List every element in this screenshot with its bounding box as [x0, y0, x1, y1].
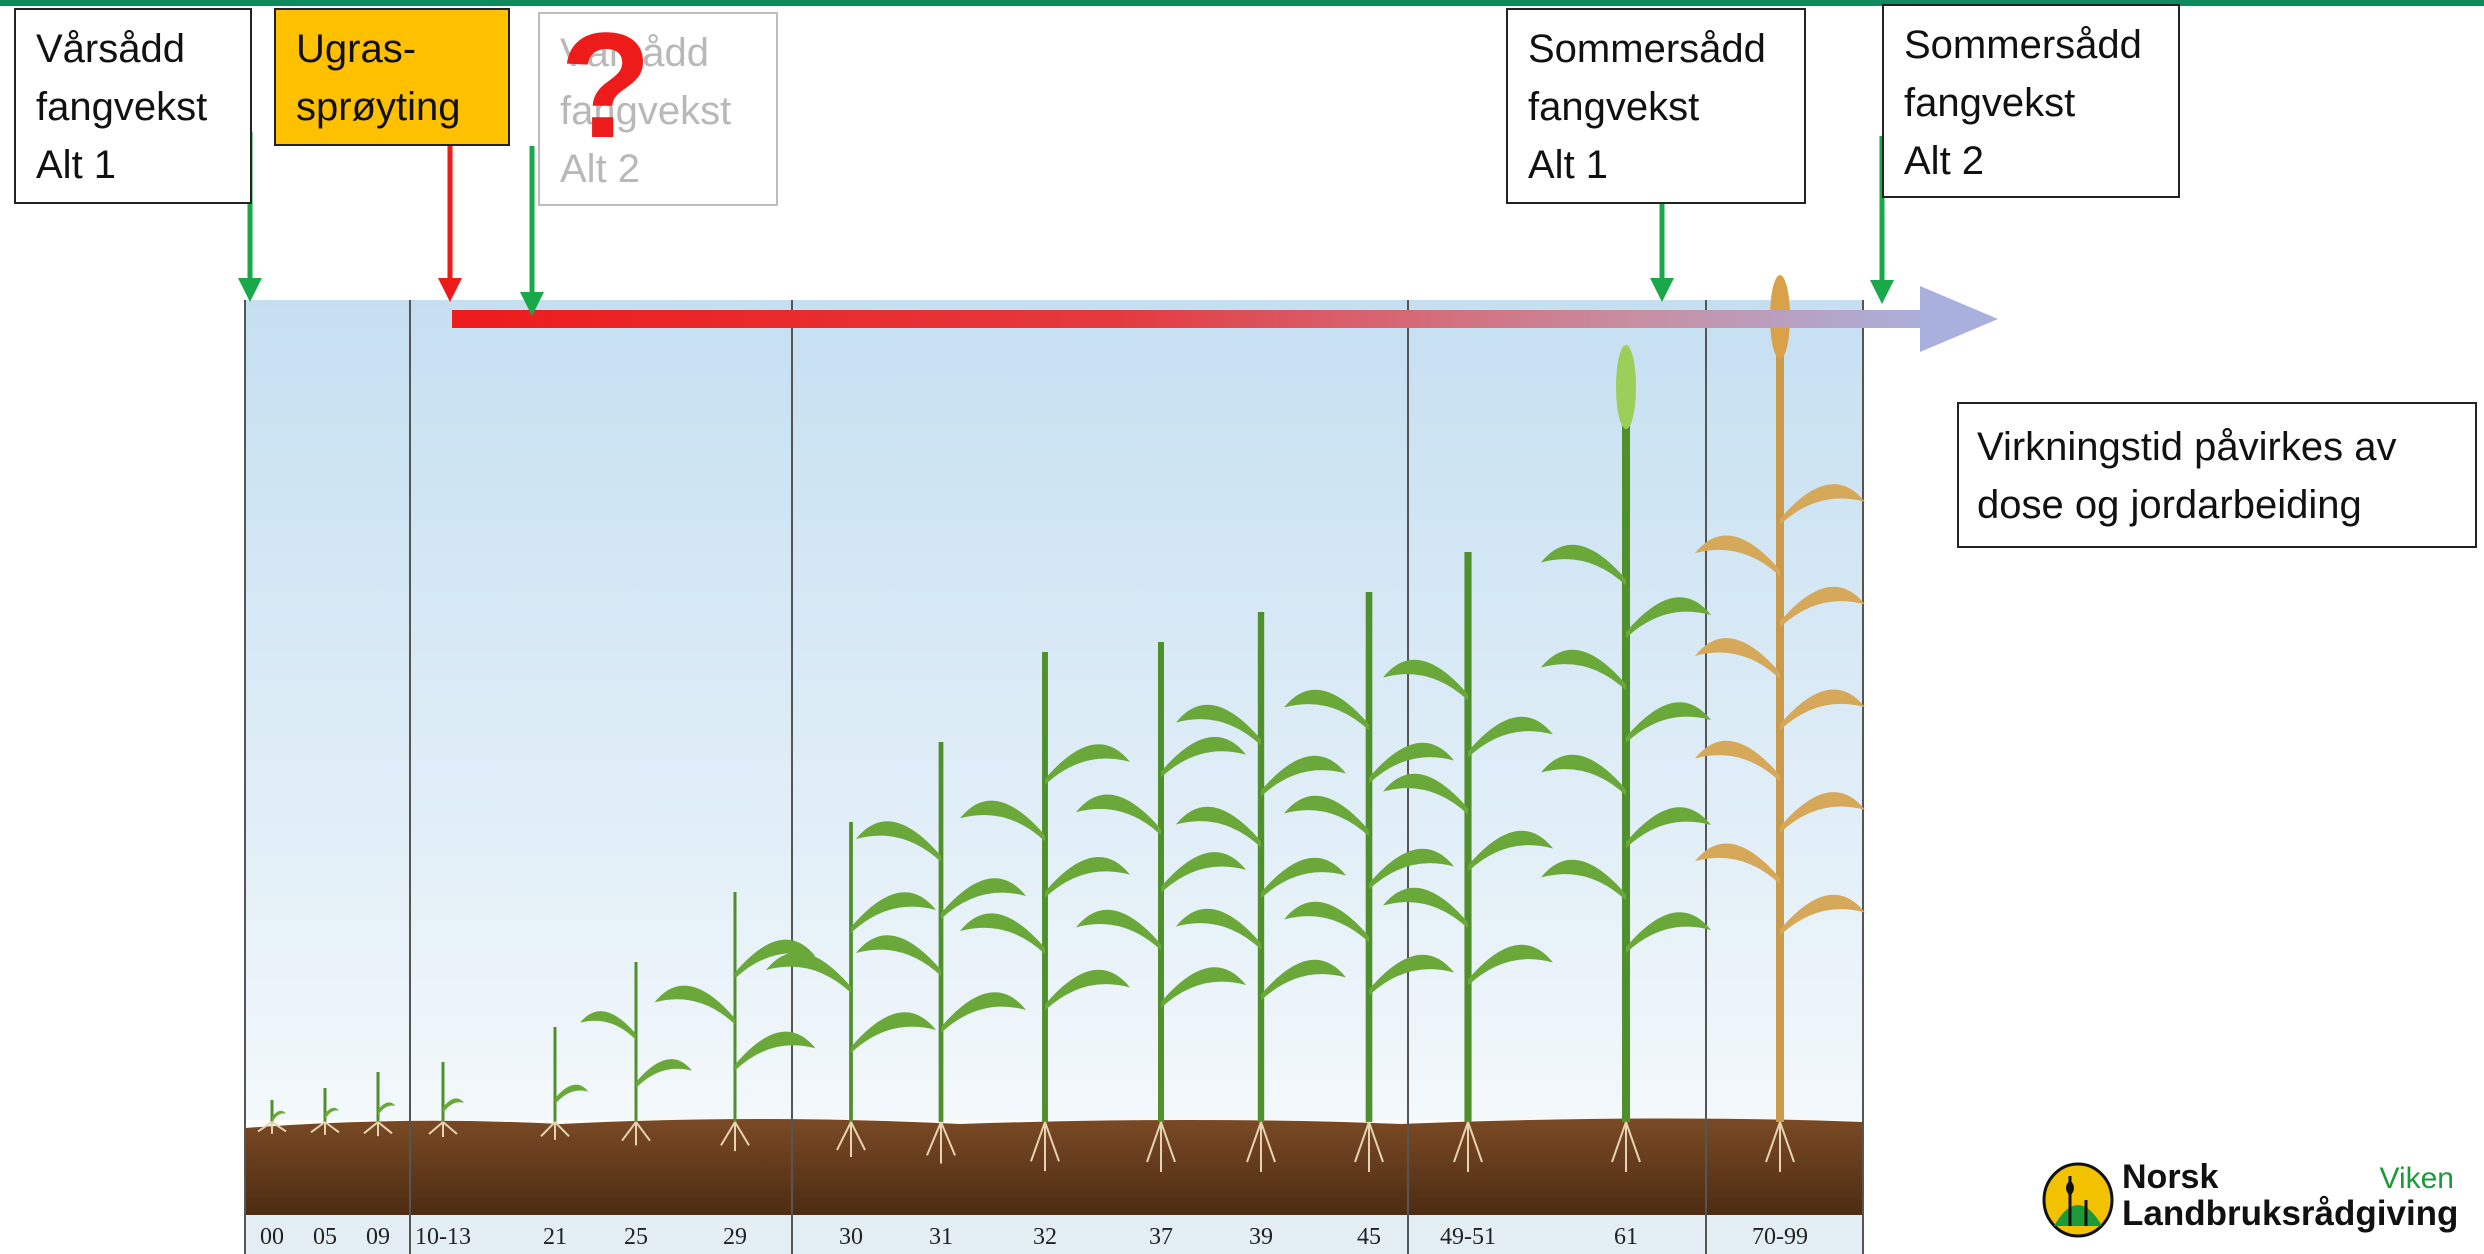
- label-weed-spraying: Ugras- sprøyting: [274, 8, 510, 146]
- label-line: Alt 2: [560, 147, 641, 191]
- timeline-arrowhead: [1920, 286, 1998, 352]
- growth-stage-label: 29: [723, 1224, 747, 1250]
- label-line: fangvekst: [36, 85, 208, 129]
- marker-spring-alt2: [520, 146, 544, 316]
- logo-name-line1: Norsk: [2122, 1158, 2219, 1196]
- label-line: fangvekst: [1904, 81, 2076, 125]
- logo-region: Viken: [2379, 1162, 2454, 1195]
- plant-stage-31: [856, 742, 1026, 1164]
- plant-stage-49-51: [1383, 552, 1553, 1172]
- growth-stage-label: 32: [1033, 1224, 1057, 1250]
- label-line: fangvekst: [1528, 85, 1700, 129]
- plant-stage-39: [1176, 612, 1346, 1172]
- plant-stage-05: [310, 1088, 340, 1135]
- top-accent-line: [0, 0, 2484, 6]
- growth-stage-labels: 00 05 09 10-13 21 25 29 30 31 32 37 39 45 49-51 61 70-9…: [260, 1224, 1808, 1250]
- marker-weed-spraying: [438, 146, 462, 302]
- plant-stage-32: [960, 652, 1130, 1172]
- plant-stage-25: [580, 962, 692, 1146]
- label-summer-alt1: Sommersådd fangvekst Alt 1: [1506, 8, 1806, 204]
- logo-name-line2: Landbruksrådgiving: [2122, 1194, 2459, 1233]
- plant-stage-00: [257, 1100, 287, 1134]
- growth-stage-label: 31: [929, 1224, 953, 1250]
- growth-stage-label: 09: [366, 1224, 390, 1250]
- growth-stage-label: 00: [260, 1224, 284, 1250]
- growth-stage-label: 49-51: [1440, 1224, 1496, 1250]
- growth-stage-label: 37: [1149, 1224, 1173, 1250]
- label-line: Sommersådd: [1904, 23, 2142, 67]
- plant-stage-30: [766, 822, 936, 1157]
- soil-band: [245, 1118, 1863, 1215]
- stage-label-strip: [245, 1215, 1863, 1254]
- growth-stage-label: 25: [624, 1224, 648, 1250]
- label-line: Vårsådd: [560, 31, 709, 75]
- panel-dividers: [244, 300, 1864, 1254]
- note-line: dose og jordarbeiding: [1977, 483, 2362, 527]
- growth-stage-label: 45: [1357, 1224, 1381, 1250]
- growth-stage-label: 70-99: [1752, 1224, 1808, 1250]
- label-spring-alt1: Vårsådd fangvekst Alt 1: [14, 8, 252, 204]
- label-line: Alt 2: [1904, 139, 1985, 183]
- growth-stage-label: 10-13: [415, 1224, 471, 1250]
- plant-stage-21: [540, 1027, 589, 1140]
- norsk-landbruksradgiving-logo: Norsk Viken Landbruksrådgiving: [2040, 1158, 2460, 1240]
- question-mark: ?: [560, 1, 652, 169]
- label-line: sprøyting: [296, 85, 461, 129]
- plant-illustrations: [257, 275, 1865, 1172]
- growth-stage-label: 30: [839, 1224, 863, 1250]
- growth-stage-label: 61: [1614, 1224, 1638, 1250]
- sky-background: [245, 300, 1863, 1120]
- plant-stage-37: [1076, 642, 1246, 1172]
- growth-stage-label: 21: [543, 1224, 567, 1250]
- label-line: Ugras-: [296, 27, 417, 71]
- plant-stage-45: [1284, 592, 1454, 1172]
- plant-stage-09: [363, 1072, 396, 1137]
- label-summer-alt2: Sommersådd fangvekst Alt 2: [1882, 4, 2180, 198]
- label-line: Alt 1: [1528, 143, 1609, 187]
- plant-stage-61: [1541, 345, 1711, 1172]
- growth-stage-label: 39: [1249, 1224, 1273, 1250]
- label-line: Vårsådd: [36, 27, 185, 71]
- plant-stage-10-13: [428, 1062, 464, 1137]
- plant-stage-29: [654, 892, 816, 1152]
- label-line: Sommersådd: [1528, 27, 1766, 71]
- note-line: Virkningstid påvirkes av: [1977, 425, 2397, 469]
- timeline-bar: [452, 310, 1932, 328]
- label-line: Alt 1: [36, 143, 117, 187]
- duration-note: Virkningstid påvirkes av dose og jordarb…: [1957, 402, 2477, 548]
- label-line: fangvekst: [560, 89, 732, 133]
- logo-emblem-icon: [2042, 1162, 2114, 1238]
- growth-stage-label: 05: [313, 1224, 337, 1250]
- label-spring-alt2: Vårsådd fangvekst Alt 2: [538, 12, 778, 206]
